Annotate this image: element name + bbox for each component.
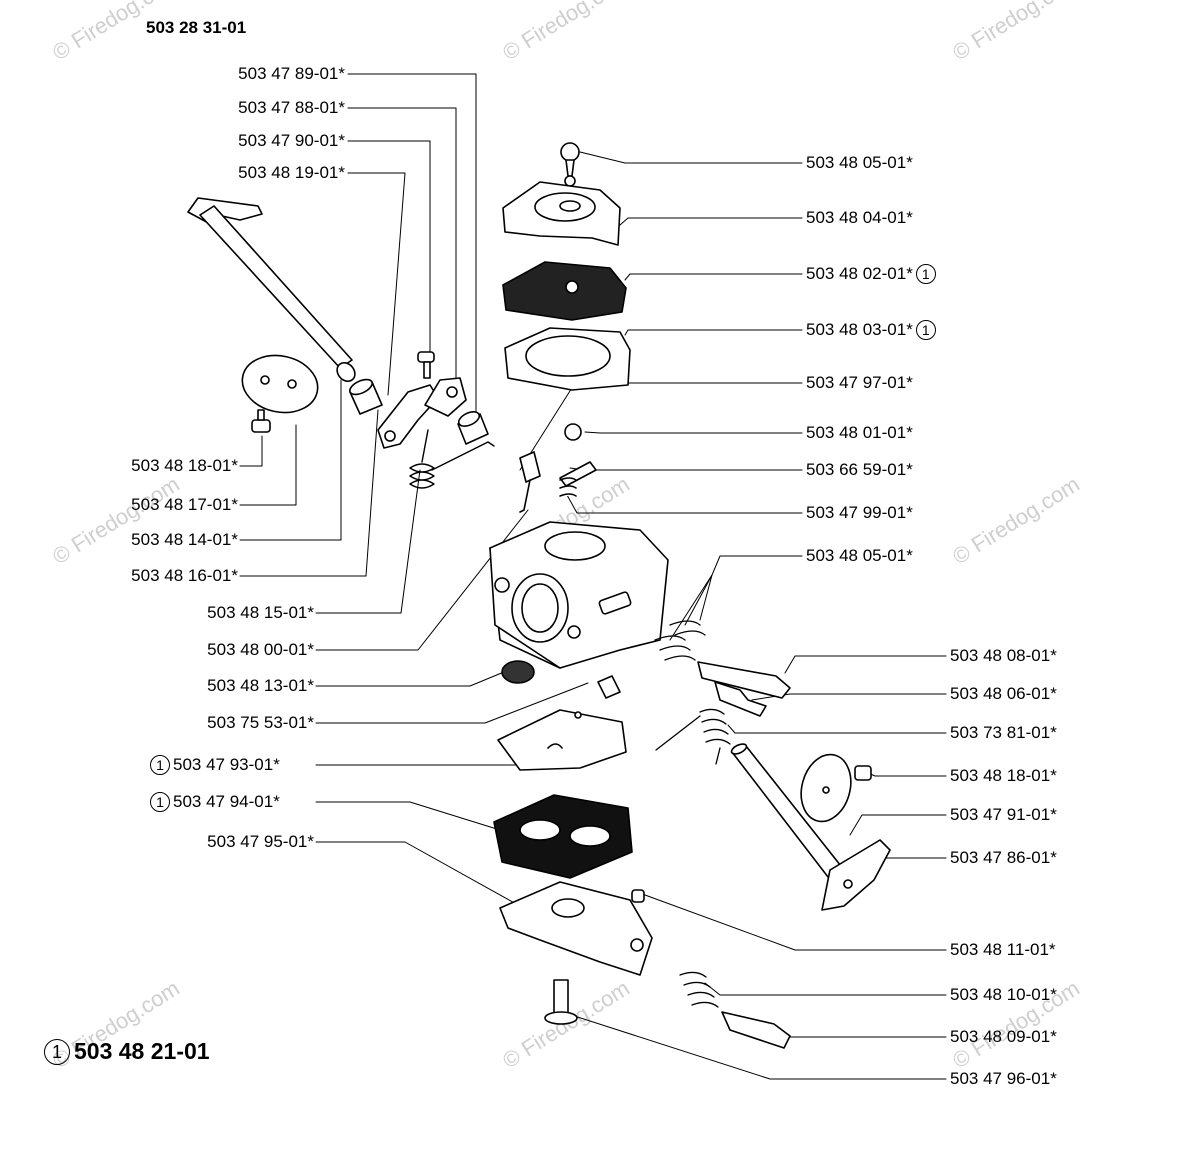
kit-marker: 1	[150, 792, 170, 812]
kit-marker: 1	[915, 264, 936, 284]
callout-right: 503 48 08-01*	[950, 646, 1057, 665]
repair-kit: 1 503 48 21-01	[44, 1038, 210, 1065]
callout-right: 503 48 10-01*	[950, 985, 1057, 1004]
callout-right: 503 48 05-01*	[806, 546, 913, 565]
callout-right: 503 48 04-01*	[806, 208, 913, 227]
throttle-lever	[377, 384, 439, 449]
kit-part-number: 503 48 21-01	[74, 1038, 210, 1064]
callout-left: 503 47 88-01*	[238, 98, 345, 117]
throttle-valve	[241, 354, 319, 414]
callout-right: 503 48 05-01*	[806, 153, 913, 172]
carburetor-body	[489, 521, 669, 669]
throttle-shaft	[187, 197, 356, 383]
metering-gasket	[493, 794, 633, 879]
filter-screen	[501, 660, 535, 684]
callout-right: 503 48 09-01*	[950, 1027, 1057, 1046]
mounting-screw	[544, 979, 578, 1025]
inlet-needle	[519, 423, 597, 513]
callout-left: 503 48 19-01*	[238, 163, 345, 182]
metering-cover	[499, 881, 653, 976]
callout-left: 503 47 90-01*	[238, 131, 345, 150]
choke-screw	[854, 765, 872, 781]
return-spring	[409, 429, 495, 489]
screw-top	[560, 142, 580, 187]
lever-clip	[424, 377, 467, 417]
torsion-spring	[655, 708, 731, 765]
adjuster-springs	[654, 620, 706, 661]
shaft-bushing	[349, 378, 383, 415]
pump-gasket	[504, 327, 631, 391]
callout-left: 503 48 00-01*	[207, 640, 314, 659]
callout-right: 503 47 91-01*	[950, 805, 1057, 824]
callout-right: 503 47 99-01*	[806, 503, 913, 522]
callout-right: 503 47 96-01*	[950, 1069, 1057, 1088]
valve-screw	[251, 409, 271, 433]
idle-screw	[721, 1011, 791, 1049]
adjuster-needle-high	[697, 661, 791, 699]
callout-right: 503 48 03-01*1	[806, 320, 936, 340]
bushing	[457, 411, 489, 445]
callout-left: 503 48 18-01*	[131, 456, 238, 475]
callout-left: 503 48 13-01*	[207, 676, 314, 695]
assembly-part-number: 503 28 31-01	[146, 18, 247, 37]
callout-left: 503 48 16-01*	[131, 566, 238, 585]
callout-left: 503 48 14-01*	[131, 530, 238, 549]
callout-right: 503 47 86-01*	[950, 848, 1057, 867]
callout-left: 503 47 89-01*	[238, 64, 345, 83]
kit-marker: 1	[150, 755, 170, 775]
callout-right: 503 66 59-01*	[806, 460, 913, 479]
callout-right: 503 48 11-01*	[950, 940, 1056, 959]
callout-right: 503 47 97-01*	[806, 373, 913, 392]
leader-lines-right	[519, 151, 947, 1080]
callout-right: 503 48 02-01*1	[806, 264, 936, 284]
callout-left: 503 48 17-01*	[131, 495, 238, 514]
callout-left: 503 75 53-01*	[207, 713, 314, 732]
callout-left: 503 48 15-01*	[207, 603, 314, 622]
adjuster-needle-low	[714, 681, 767, 717]
pump-cover	[502, 181, 621, 246]
check-valve	[631, 889, 645, 903]
cover-screw	[597, 675, 621, 699]
callout-right: 503 48 18-01*	[950, 766, 1057, 785]
choke-lever	[821, 839, 891, 911]
metering-diaphragm	[497, 709, 627, 771]
limiter-spring	[679, 971, 719, 1008]
kit-marker: 1	[44, 1038, 70, 1065]
pump-diaphragm	[502, 261, 627, 321]
callout-right: 503 48 06-01*	[950, 684, 1057, 703]
kit-marker: 1	[915, 320, 936, 340]
choke-valve	[800, 753, 852, 823]
callout-right: 503 73 81-01*	[950, 723, 1057, 742]
callout-right: 503 48 01-01*	[806, 423, 913, 442]
lever-screw	[417, 351, 435, 379]
callout-left: 503 47 95-01*	[207, 832, 314, 851]
